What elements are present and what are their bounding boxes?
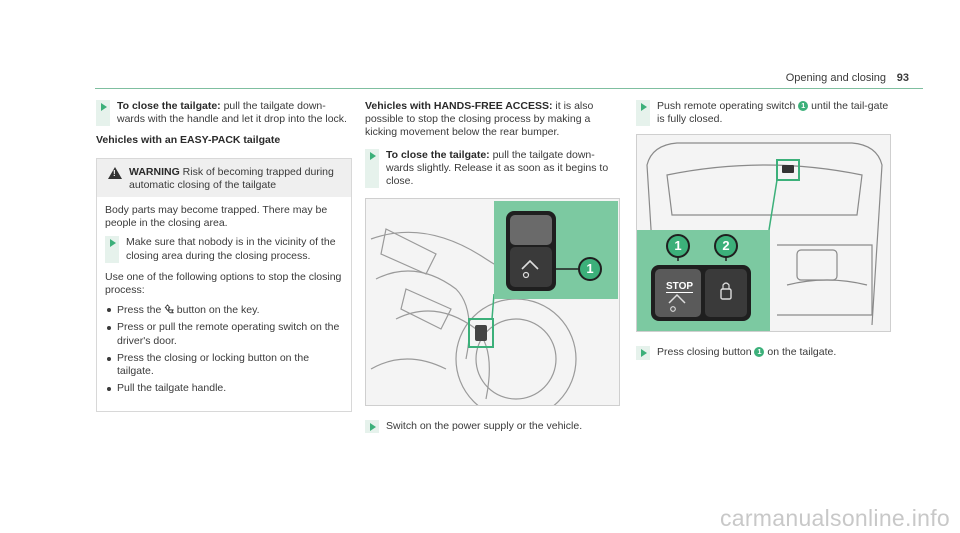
hands-free-title: Vehicles with HANDS-FREE ACCESS: [365, 100, 553, 112]
step-text: pull the tailgate down-wards slightly. R… [386, 148, 609, 188]
list-item: Press the closing or locking button on t… [105, 352, 343, 378]
warning-header: WARNING Risk of becoming trapped during … [97, 158, 351, 198]
list-item: Pull the tailgate handle. [105, 382, 343, 395]
step-text: on the tailgate. [764, 346, 837, 359]
warning-paragraph: Body parts may become trapped. There may… [105, 204, 328, 230]
callout-badge-2: 2 [714, 234, 738, 259]
step-arrow-icon [641, 349, 647, 358]
option-text: button on the key. [173, 304, 260, 317]
door-switch-illustration: 1 [365, 198, 620, 407]
column-middle: Vehicles with HANDS-FREE ACCESS: it is a… [365, 100, 621, 441]
step-close-tailgate: To close the tailgate: pull the tailgate… [365, 148, 621, 189]
number-badge: 1 [754, 347, 765, 358]
warning-step: Make sure that nobody is in the vicinity… [105, 236, 343, 263]
tailgate-key-icon: ⮴ [164, 302, 174, 317]
callout-badge-1: 1 [666, 234, 690, 259]
warning-label: WARNING [129, 165, 180, 178]
warning-body: Body parts may become trapped. There may… [97, 197, 351, 411]
step-text: Push remote operating switch [657, 100, 799, 112]
callout-badge: 1 [578, 257, 602, 282]
section-title: Opening and closing [785, 72, 886, 84]
step-text: pull the tailgate down-wards with the ha… [117, 100, 347, 126]
option-text: Press the [117, 304, 165, 317]
step-text: Press closing button [657, 346, 755, 359]
watermark: carmanualsonline.info [719, 504, 950, 531]
column-left: To close the tailgate: pull the tailgate… [96, 100, 352, 413]
header-divider [95, 88, 923, 89]
step-press-button: Press closing button 1 on the tailgate. [636, 346, 892, 360]
step-arrow-icon [370, 151, 376, 160]
step-title: To close the tailgate: [117, 100, 221, 112]
page-header: Opening and closing 93 [0, 0, 960, 90]
options-intro: Use one of the following options to stop… [105, 270, 342, 297]
warning-triangle-icon [108, 166, 122, 179]
step-switch-on: Switch on the power supply or the vehicl… [365, 420, 621, 434]
column-right: Push remote operating switch 1 until the… [636, 100, 892, 368]
list-item: Press the ⮴ button on the key. [105, 303, 343, 317]
page-number: 93 [896, 72, 909, 84]
hands-free-text: it is also possible to stop the closing … [365, 100, 594, 139]
warning-step-text: Make sure that nobody is in the vicinity… [126, 236, 336, 262]
hands-free-paragraph: Vehicles with HANDS-FREE ACCESS: it is a… [365, 100, 621, 140]
step-arrow-icon [370, 423, 376, 432]
step-close-tailgate: To close the tailgate: pull the tailgate… [96, 100, 352, 127]
warning-text: Risk of becoming trapped during automati… [129, 165, 334, 191]
tailgate-drawing [637, 135, 890, 332]
tailgate-illustration: 1 2 STOP [636, 134, 891, 333]
step-push-switch: Push remote operating switch 1 until the… [636, 100, 892, 127]
door-interior-drawing [366, 199, 619, 406]
step-text: until the tail-gate is fully closed. [657, 100, 889, 126]
step-arrow-icon [641, 103, 647, 111]
step-title: To close the tailgate: [386, 148, 490, 161]
stop-label: STOP [666, 281, 694, 294]
step-arrow-icon [101, 103, 107, 111]
warning-box: WARNING Risk of becoming trapped during … [96, 157, 352, 413]
list-item: Press or pull the remote operating switc… [105, 321, 343, 347]
step-arrow-icon [110, 239, 116, 248]
number-badge: 1 [798, 101, 809, 111]
subheading: Vehicles with an EASY-PACK tailgate [96, 134, 281, 147]
step-text: Switch on the power supply or the vehicl… [386, 420, 583, 433]
